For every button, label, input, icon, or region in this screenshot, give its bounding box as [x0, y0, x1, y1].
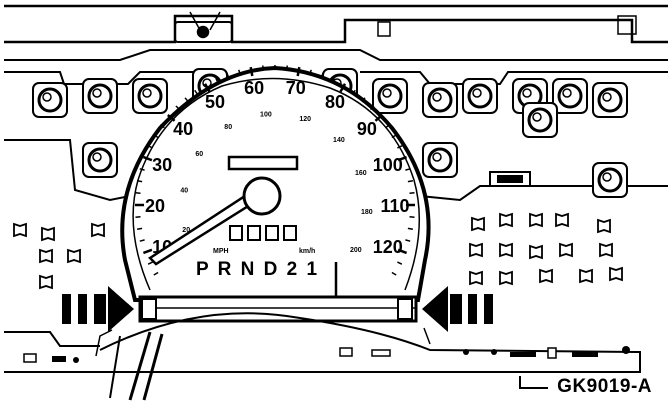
speedometer-tick [408, 181, 413, 182]
lens-retainer [140, 297, 416, 321]
kmh-label: 200 [350, 247, 362, 254]
kmh-label: 160 [355, 170, 367, 177]
indicator-lamp [580, 270, 592, 282]
indicator-lamp [500, 244, 512, 256]
lower-connectors [24, 346, 630, 363]
indicator-lamp [540, 270, 552, 282]
kmh-label: 80 [224, 124, 232, 131]
indicator-lamp [610, 268, 622, 280]
indicator-lamp [556, 214, 568, 226]
bulb-socket [133, 79, 167, 113]
kmh-label: 40 [180, 188, 188, 195]
mph-label: 30 [152, 155, 172, 175]
mph-label: 90 [357, 119, 377, 139]
indicator-lamp [500, 214, 512, 226]
kmh-label: 140 [333, 137, 345, 144]
mph-label: 70 [286, 78, 306, 98]
lower-housing [4, 313, 640, 400]
indicator-lamp [472, 218, 484, 230]
mph-label: 80 [325, 92, 345, 112]
odometer-window [229, 157, 297, 169]
bulb-socket [373, 79, 407, 113]
indicator-lamp [600, 244, 612, 256]
mph-label: 100 [373, 155, 403, 175]
prndl-indicator: P R N D 2 1 [196, 259, 319, 280]
indicator-lamp [470, 272, 482, 284]
kmh-label: 180 [361, 209, 373, 216]
bulb-socket [423, 83, 457, 117]
indicator-lamp [42, 228, 54, 240]
speedometer-tick [408, 228, 413, 229]
indicator-lamp [560, 244, 572, 256]
mph-label: 60 [244, 78, 264, 98]
right-press-arrow [422, 286, 493, 332]
bulb-socket [463, 79, 497, 113]
bulb-socket [83, 79, 117, 113]
bulb-socket [553, 79, 587, 113]
needle-hub [244, 178, 280, 214]
right-gauge-detail [490, 172, 530, 186]
kmh-unit-label: km/h [299, 248, 315, 255]
bulb-socket [83, 143, 117, 177]
indicator-lamp [40, 250, 52, 262]
indicator-lamp [92, 224, 104, 236]
bulb-socket [593, 83, 627, 117]
indicator-lamp [598, 220, 610, 232]
mph-label: 120 [373, 237, 403, 257]
kmh-label: 120 [299, 116, 311, 123]
indicator-lamp [68, 250, 80, 262]
indicator-lamp [470, 244, 482, 256]
mph-label: 110 [380, 196, 409, 216]
mph-unit-label: MPH [213, 248, 229, 255]
bulb-socket [423, 143, 457, 177]
indicator-lamp [14, 224, 26, 236]
speedometer-tick [251, 67, 253, 76]
reference-code: GK9019-A [557, 376, 652, 398]
speedometer-tick [137, 228, 142, 229]
indicator-lamp [530, 214, 542, 226]
indicator-lamp [40, 276, 52, 288]
indicator-lamp [500, 272, 512, 284]
kmh-label: 100 [260, 112, 272, 119]
mph-label: 20 [145, 196, 165, 216]
bulb-socket [33, 83, 67, 117]
kmh-label: 60 [195, 151, 203, 158]
indicator-lamp [530, 246, 542, 258]
left-press-arrow [62, 286, 134, 332]
mph-label: 50 [205, 92, 225, 112]
speedometer-tick [137, 181, 142, 182]
speedometer-tick [298, 67, 300, 76]
bulb-socket [593, 163, 627, 197]
mph-label: 40 [173, 119, 193, 139]
bulb-socket [523, 103, 557, 137]
